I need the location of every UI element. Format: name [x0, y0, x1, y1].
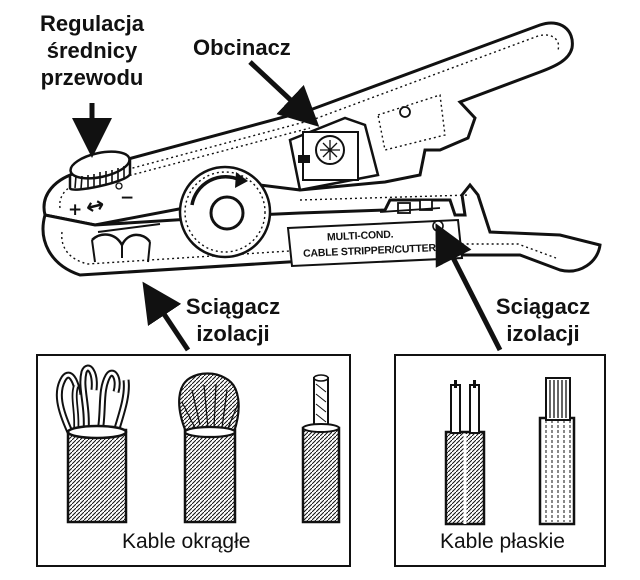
label-stripper-left-line2: izolacji	[196, 321, 270, 346]
label-stripper-left-line1: Sciągacz	[185, 294, 281, 319]
arrow-stripper-left	[142, 281, 191, 352]
flat-cables-caption: Kable płaskie	[440, 530, 565, 553]
label-stripper-left: Sciągacz izolacji	[178, 293, 288, 347]
multicore-cable-illustration	[55, 364, 130, 524]
flat-cable-stripper-slots	[379, 199, 441, 214]
diameter-adjust-knob	[68, 150, 132, 191]
round-cables-caption: Kable okrągłe	[122, 530, 251, 553]
braided-cable-illustration	[178, 372, 240, 524]
label-stripper-right: Sciągacz izolacji	[488, 293, 598, 347]
label-stripper-right-line1: Sciągacz	[495, 294, 591, 319]
cutter-blade-housing	[288, 94, 446, 192]
arrow-cutter	[248, 60, 320, 127]
plus-mark: +	[68, 200, 83, 220]
label-regulation: Regulacja średnicy przewodu	[12, 10, 172, 91]
label-regulation-line3: przewodu	[40, 65, 144, 90]
round-cable-stripper-slots	[91, 223, 161, 263]
ribbon-flat-cable-illustration	[538, 377, 576, 526]
arrow-stripper-right	[435, 223, 503, 352]
label-regulation-line2: średnicy	[46, 38, 138, 63]
pointer-arrows	[72, 60, 503, 352]
minus-mark: −	[120, 188, 135, 208]
label-stripper-right-line2: izolacji	[506, 321, 580, 346]
rotation-dial	[178, 165, 272, 259]
label-cutter: Obcinacz	[193, 35, 291, 60]
twin-flat-cable-illustration	[444, 380, 486, 526]
coaxial-cable-illustration	[301, 374, 341, 524]
label-regulation-line1: Regulacja	[40, 11, 144, 36]
